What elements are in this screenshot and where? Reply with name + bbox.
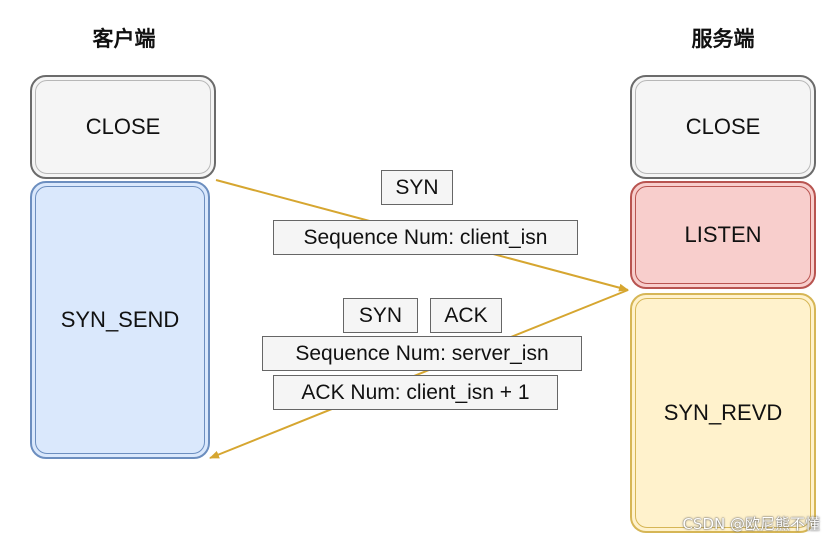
server-close-label: CLOSE	[685, 114, 761, 139]
server-listen-label: LISTEN	[684, 222, 762, 247]
server-close-state: CLOSE	[630, 75, 816, 179]
client-syn-send-state: SYN_SEND	[30, 181, 210, 459]
client-close-label: CLOSE	[85, 114, 161, 139]
server-syn-revd-state: SYN_REVD	[630, 293, 816, 533]
client-syn-send-label: SYN_SEND	[60, 307, 180, 332]
ack-number-label: ACK Num: client_isn + 1	[273, 375, 558, 410]
client-title: 客户端	[92, 27, 156, 51]
watermark: CSDN @欧尼熊不懂	[682, 515, 820, 533]
server-sequence-label: Sequence Num: server_isn	[262, 336, 582, 371]
server-title: 服务端	[691, 27, 755, 51]
syn-ack-arrow	[209, 289, 629, 459]
ack-flag-label: ACK	[430, 298, 502, 333]
server-syn-revd-label: SYN_REVD	[663, 400, 783, 425]
client-close-state: CLOSE	[30, 75, 216, 179]
syn-flag-label: SYN	[343, 298, 418, 333]
server-listen-state: LISTEN	[630, 181, 816, 289]
syn-flag-label: SYN	[381, 170, 453, 205]
client-sequence-label: Sequence Num: client_isn	[273, 220, 578, 255]
